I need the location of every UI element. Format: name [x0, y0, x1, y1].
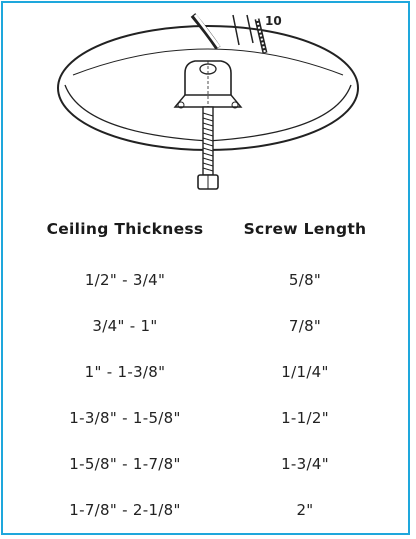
header-screw-length: Screw Length — [243, 220, 367, 238]
ceiling-thickness-cell: 1" - 1-3/8" — [84, 363, 166, 381]
ceiling-thickness-cell: 3/4" - 1" — [92, 317, 158, 335]
screw-length-cell: 1-3/4" — [281, 455, 329, 473]
ceiling-thickness-cell: 1-5/8" - 1-7/8" — [69, 455, 181, 473]
screw-length-cell: 7/8" — [288, 317, 322, 335]
table-row: 1-3/8" - 1-5/8" 1-1/2" — [25, 395, 385, 441]
ceiling-thickness-cell: 1-3/8" - 1-5/8" — [69, 409, 181, 427]
part-number-label: 10 — [265, 14, 282, 28]
table-header-row: Ceiling Thickness Screw Length — [25, 209, 385, 249]
ceiling-thickness-cell: 1-7/8" - 2-1/8" — [69, 501, 181, 519]
ceiling-thickness-cell: 1/2" - 3/4" — [84, 271, 166, 289]
table-row: 1-7/8" - 2-1/8" 2" — [25, 487, 385, 533]
document-frame: 10 Ceiling Thickness S — [1, 1, 410, 535]
fixture-screw-illustration: 10 — [57, 13, 359, 190]
table-row: 1-5/8" - 1-7/8" 1-3/4" — [25, 441, 385, 487]
screw-length-cell: 5/8" — [288, 271, 322, 289]
table-row: 1/2" - 3/4" 5/8" — [25, 257, 385, 303]
table-row: 3/4" - 1" 7/8" — [25, 303, 385, 349]
table-row: 1" - 1-3/8" 1/1/4" — [25, 349, 385, 395]
header-ceiling-thickness: Ceiling Thickness — [46, 220, 204, 238]
screw-length-cell: 1-1/2" — [281, 409, 329, 427]
screw-length-cell: 2" — [296, 501, 314, 519]
screw-length-table: Ceiling Thickness Screw Length 1/2" - 3/… — [25, 209, 385, 533]
screw-length-cell: 1/1/4" — [281, 363, 329, 381]
